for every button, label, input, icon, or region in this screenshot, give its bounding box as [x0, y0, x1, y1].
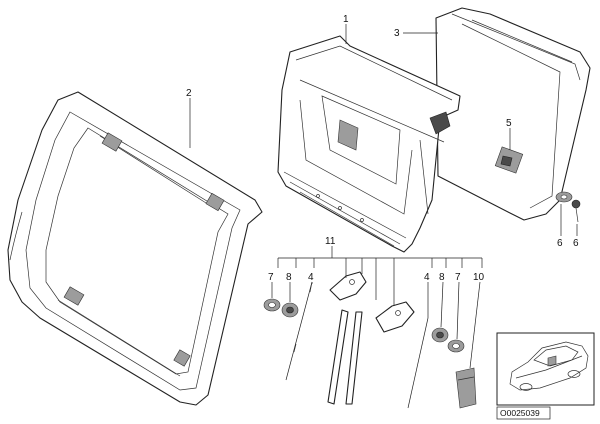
inset-reference-code: O0025039 — [500, 408, 540, 418]
part-hook-lower[interactable] — [375, 301, 415, 333]
part-7-right-ring[interactable] — [447, 339, 465, 353]
callout-1: 1 — [343, 14, 349, 25]
part-6-washer[interactable] — [555, 191, 573, 203]
callout-labels: 1 2 3 5 6 6 11 7 8 4 4 8 7 10 — [186, 14, 579, 283]
vehicle-inset: O0025039 — [496, 332, 595, 420]
leader-lines — [189, 24, 578, 369]
part-3-rear-panel[interactable] — [435, 7, 591, 221]
callout-8-right: 8 — [439, 272, 445, 283]
part-strap-left[interactable] — [327, 309, 349, 405]
callout-11: 11 — [325, 236, 336, 247]
callout-2: 2 — [186, 88, 192, 99]
callout-4-right: 4 — [424, 272, 430, 283]
callout-7-left: 7 — [268, 272, 274, 283]
callout-10: 10 — [473, 272, 485, 283]
part-7-left-ring[interactable] — [263, 298, 281, 312]
part-hook-upper[interactable] — [329, 271, 367, 301]
part-8-left-bushing[interactable] — [281, 302, 299, 318]
callout-3: 3 — [394, 28, 400, 39]
car-silhouette — [509, 341, 589, 391]
callout-4-left: 4 — [308, 272, 314, 283]
part-10-clip[interactable] — [455, 367, 477, 409]
callout-6-washer: 6 — [557, 238, 563, 249]
part-6-screw[interactable] — [571, 199, 581, 223]
part-strap-right[interactable] — [345, 311, 363, 405]
part-8-right-bushing[interactable] — [431, 327, 449, 343]
part-2-backrest-cover[interactable] — [7, 91, 263, 406]
callout-5: 5 — [506, 118, 512, 129]
callout-7-right: 7 — [455, 272, 461, 283]
callout-6-screw: 6 — [573, 238, 579, 249]
part-1-backrest-frame[interactable] — [277, 35, 461, 253]
callout-8-left: 8 — [286, 272, 292, 283]
part-4-right-spring[interactable] — [407, 317, 429, 409]
